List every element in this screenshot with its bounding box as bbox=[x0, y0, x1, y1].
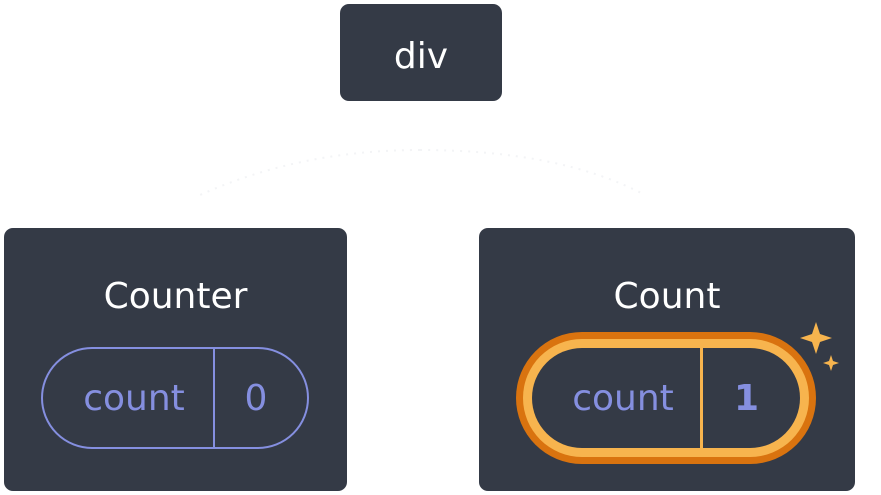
child-node-count: Count count 1 bbox=[479, 228, 855, 491]
counter-state-pill: count 0 bbox=[41, 347, 309, 449]
connector-right bbox=[419, 149, 646, 196]
count-state-pill: count 1 bbox=[532, 348, 800, 448]
counter-node-title: Counter bbox=[103, 276, 248, 317]
sparkle-icon bbox=[800, 322, 839, 371]
counter-state-label: count bbox=[43, 349, 215, 447]
count-state-label: count bbox=[532, 348, 703, 448]
count-state-pill-highlight-inner: count 1 bbox=[523, 339, 809, 457]
count-state-value: 1 bbox=[733, 377, 760, 419]
root-node-label: div bbox=[393, 36, 449, 77]
root-node-div: div bbox=[340, 4, 502, 101]
child-node-counter: Counter count 0 bbox=[4, 228, 347, 491]
count-state-pill-highlight: count 1 bbox=[516, 332, 816, 464]
counter-state-value: 0 bbox=[244, 377, 268, 419]
connector-left bbox=[199, 149, 421, 196]
count-node-title: Count bbox=[613, 276, 721, 317]
